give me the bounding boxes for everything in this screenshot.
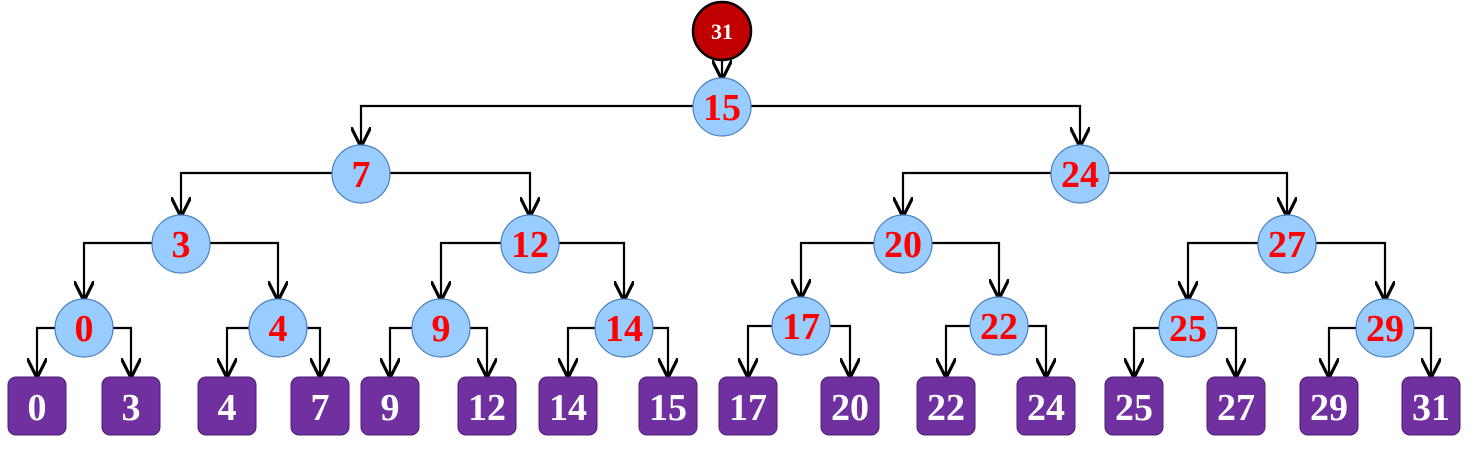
tree-node-label-29: 29: [1366, 308, 1404, 350]
leaf-node-label-12: 12: [468, 387, 506, 429]
leaf-node-31: 31: [1401, 376, 1461, 436]
leaf-node-label-14: 14: [549, 387, 587, 429]
tree-node-20: 20: [873, 214, 933, 274]
leaf-node-label-3: 3: [122, 387, 141, 429]
leaf-node-label-7: 7: [311, 387, 330, 429]
tree-node-4: 4: [248, 298, 308, 358]
edge-n15-to-n24: [749, 104, 1080, 145]
edge-n24-to-n20: [903, 171, 1053, 215]
edge-n0-to-l0: [37, 326, 57, 376]
leaf-node-25: 25: [1104, 376, 1164, 436]
edge-n3-to-n4: [208, 241, 278, 299]
leaf-node-27: 27: [1206, 376, 1266, 436]
edge-n3-to-n0: [84, 241, 154, 299]
edge-n27-to-n29: [1314, 241, 1385, 299]
edge-n4-to-l7: [305, 326, 320, 376]
leaf-node-15: 15: [638, 376, 698, 436]
tree-node-label-3: 3: [172, 224, 191, 266]
tree-node-25: 25: [1158, 298, 1218, 358]
leaf-node-label-25: 25: [1115, 387, 1153, 429]
edge-n9-to-l12: [468, 326, 487, 376]
leaf-node-24: 24: [1016, 376, 1076, 436]
tree-node-label-17: 17: [782, 306, 820, 348]
leaf-node-label-29: 29: [1310, 387, 1348, 429]
tree-node-9: 9: [411, 298, 471, 358]
tree-node-label-27: 27: [1268, 224, 1306, 266]
tree-node-3: 3: [151, 214, 211, 274]
edge-n20-to-n17: [801, 241, 876, 297]
leaf-node-17: 17: [718, 376, 778, 436]
leaf-node-14: 14: [538, 376, 598, 436]
tree-node-label-15: 15: [703, 87, 741, 129]
leaf-node-22: 22: [916, 376, 976, 436]
leaf-node-label-17: 17: [729, 387, 767, 429]
edge-n25-to-l27: [1215, 326, 1236, 376]
tree-node-label-4: 4: [269, 308, 288, 350]
edge-n14-to-l14: [568, 326, 597, 376]
tree-node-label-22: 22: [980, 306, 1018, 348]
leaf-node-0: 0: [7, 376, 67, 436]
leaf-node-label-27: 27: [1217, 387, 1255, 429]
leaf-node-label-22: 22: [927, 387, 965, 429]
leaf-node-label-24: 24: [1027, 387, 1065, 429]
edge-n22-to-l24: [1026, 324, 1046, 376]
edge-n14-to-l15: [651, 326, 668, 376]
leaf-node-3: 3: [101, 376, 161, 436]
edge-n17-to-l20: [828, 324, 850, 376]
tree-node-15: 15: [692, 77, 752, 137]
tree-node-12: 12: [500, 214, 560, 274]
leaf-node-label-15: 15: [649, 387, 687, 429]
edge-n0-to-l3: [111, 326, 131, 376]
edge-n9-to-l9: [390, 326, 414, 376]
tree-node-0: 0: [54, 298, 114, 358]
leaf-node-9: 9: [360, 376, 420, 436]
tree-node-label-24: 24: [1061, 154, 1099, 196]
edge-n29-to-l31: [1412, 326, 1431, 376]
tree-node-29: 29: [1355, 298, 1415, 358]
tree-node-label-25: 25: [1169, 308, 1207, 350]
edge-n25-to-l25: [1134, 326, 1161, 376]
edge-n17-to-l17: [748, 324, 774, 376]
root-node: 31: [691, 0, 753, 62]
tree-node-label-7: 7: [352, 154, 371, 196]
leaf-node-label-20: 20: [831, 387, 869, 429]
leaf-node-7: 7: [290, 376, 350, 436]
root-node-label: 31: [711, 19, 733, 44]
edges: [37, 60, 1431, 376]
leaf-node-label-0: 0: [28, 387, 47, 429]
tree-node-label-0: 0: [75, 308, 94, 350]
edge-n15-to-n7: [361, 104, 695, 145]
tree-node-17: 17: [771, 296, 831, 356]
tree-node-22: 22: [969, 296, 1029, 356]
tree-node-14: 14: [594, 298, 654, 358]
tree-node-label-12: 12: [511, 224, 549, 266]
edge-n12-to-n14: [557, 241, 624, 299]
edge-n22-to-l22: [946, 324, 972, 376]
tree-node-label-20: 20: [884, 224, 922, 266]
leaf-node-20: 20: [820, 376, 880, 436]
edge-n29-to-l29: [1329, 326, 1358, 376]
edge-n27-to-n25: [1188, 241, 1260, 299]
tree-node-24: 24: [1050, 144, 1110, 204]
edge-n4-to-l4: [227, 326, 251, 376]
edge-n12-to-n9: [441, 241, 503, 299]
leaf-node-label-9: 9: [381, 387, 400, 429]
edge-n7-to-n3: [181, 171, 334, 215]
edge-n24-to-n27: [1107, 171, 1287, 215]
edge-n20-to-n22: [930, 241, 999, 297]
leaf-node-4: 4: [197, 376, 257, 436]
tree-node-label-14: 14: [605, 308, 643, 350]
leaf-node-29: 29: [1299, 376, 1359, 436]
edge-n7-to-n12: [388, 171, 530, 215]
tree-node-label-9: 9: [432, 308, 451, 350]
leaf-node-12: 12: [457, 376, 517, 436]
leaf-node-label-4: 4: [218, 387, 237, 429]
leaf-node-label-31: 31: [1412, 387, 1450, 429]
tree-node-27: 27: [1257, 214, 1317, 274]
tree-node-7: 7: [331, 144, 391, 204]
